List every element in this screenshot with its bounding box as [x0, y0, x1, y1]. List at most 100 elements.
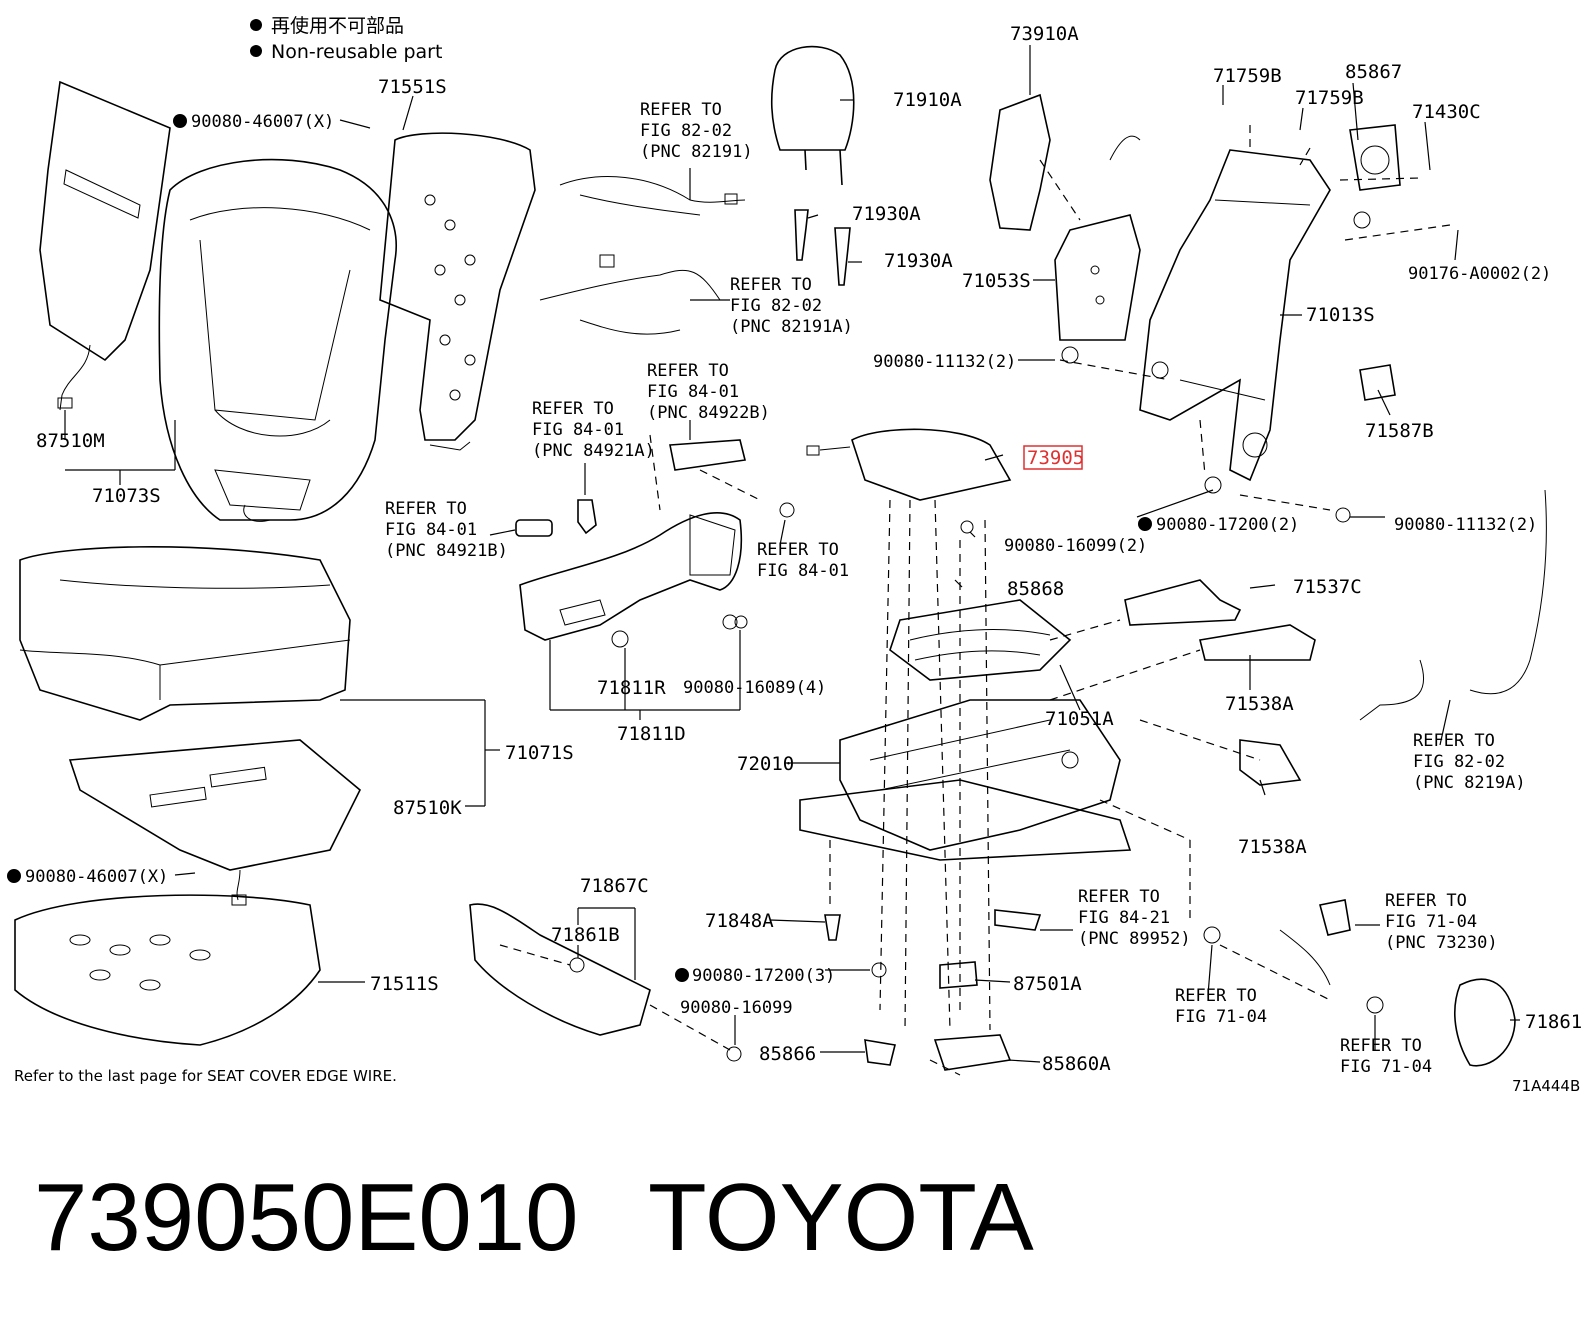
- svg-text:FIG 84-21: FIG 84-21: [1078, 908, 1170, 928]
- speaker-drawing: [1349, 124, 1401, 229]
- label-73905-highlighted: 73905: [1027, 447, 1084, 469]
- label-71861: 71861: [1525, 1011, 1582, 1033]
- label-71587B: 71587B: [1365, 420, 1434, 442]
- cushion-cover-drawing: [19, 546, 351, 721]
- svg-text:REFER TO: REFER TO: [1413, 731, 1495, 751]
- label-87510M: 87510M: [36, 430, 105, 452]
- label-71930A-lower: 71930A: [884, 250, 953, 272]
- non-reusable-marker: [1138, 517, 1152, 531]
- seatback-cover-drawing: [158, 158, 397, 522]
- label-71759B-left: 71759B: [1213, 65, 1282, 87]
- legend-bullet-2: [250, 45, 262, 57]
- seat-pad-73905-drawing: [806, 428, 1012, 501]
- svg-text:FIG 71-04: FIG 71-04: [1385, 912, 1477, 932]
- small-parts-drawing: [726, 346, 1516, 1071]
- refer-notes: REFER TO FIG 82-02 (PNC 82191) REFER TO …: [385, 100, 1526, 1077]
- svg-text:(PNC 82191): (PNC 82191): [640, 142, 753, 162]
- label-90080-16099-upper: 90080-16099(2): [1004, 536, 1147, 556]
- label-71511S: 71511S: [370, 973, 439, 995]
- svg-text:REFER TO: REFER TO: [1340, 1036, 1422, 1056]
- label-71848A: 71848A: [705, 910, 774, 932]
- seatback-pad-drawing: [379, 132, 536, 451]
- legend: 再使用不可部品 Non-reusable part: [250, 15, 442, 63]
- label-71073S: 71073S: [92, 485, 161, 507]
- diagram-code: 71A444B: [1512, 1077, 1580, 1095]
- highlight-box-73905: [1023, 445, 1083, 470]
- svg-text:REFER TO: REFER TO: [730, 275, 812, 295]
- label-71551S: 71551S: [378, 76, 447, 98]
- svg-text:REFER TO: REFER TO: [1175, 986, 1257, 1006]
- svg-text:FIG 84-01: FIG 84-01: [757, 561, 849, 581]
- seat-spring-drawing: [889, 599, 1072, 681]
- label-71537C: 71537C: [1293, 576, 1362, 598]
- assembly-dashed-lines: [499, 125, 1451, 1076]
- refer-fig-82-02-pnc-82191a: REFER TO FIG 82-02 (PNC 82191A): [730, 275, 853, 337]
- svg-text:REFER TO: REFER TO: [757, 540, 839, 560]
- caption-brand: TOYOTA: [648, 1164, 1034, 1271]
- refer-fig-71-04-center: REFER TO FIG 71-04: [1175, 986, 1267, 1027]
- refer-fig-84-21-pnc-89952: REFER TO FIG 84-21 (PNC 89952): [1078, 887, 1191, 949]
- refer-fig-71-04-right: REFER TO FIG 71-04: [1340, 1036, 1432, 1077]
- label-85866: 85866: [759, 1043, 816, 1065]
- label-90080-46007-top: 90080-46007(X): [191, 112, 334, 132]
- svg-text:REFER TO: REFER TO: [532, 399, 614, 419]
- svg-text:REFER TO: REFER TO: [1078, 887, 1160, 907]
- svg-text:FIG 82-02: FIG 82-02: [730, 296, 822, 316]
- label-71930A-upper: 71930A: [852, 203, 921, 225]
- svg-text:(PNC 84921A): (PNC 84921A): [532, 441, 655, 461]
- label-71053S: 71053S: [962, 270, 1031, 292]
- svg-text:REFER TO: REFER TO: [1385, 891, 1467, 911]
- label-85867: 85867: [1345, 61, 1402, 83]
- headrest-drawing: [770, 45, 855, 186]
- label-90080-11132-upper: 90080-11132(2): [873, 352, 1016, 372]
- svg-text:FIG 82-02: FIG 82-02: [640, 121, 732, 141]
- label-72010: 72010: [737, 753, 794, 775]
- refer-fig-84-01-pnc-84921a: REFER TO FIG 84-01 (PNC 84921A): [532, 399, 655, 461]
- refer-fig-84-01: REFER TO FIG 84-01: [757, 540, 849, 581]
- headrest-guides-drawing: [794, 209, 851, 286]
- svg-text:FIG 82-02: FIG 82-02: [1413, 752, 1505, 772]
- svg-text:FIG 71-04: FIG 71-04: [1175, 1007, 1267, 1027]
- svg-text:(PNC 82191A): (PNC 82191A): [730, 317, 853, 337]
- non-reusable-marker: [675, 968, 689, 982]
- label-73910A: 73910A: [1010, 23, 1079, 45]
- part-labels: 73910A 71551S 90080-46007(X) 71910A 7175…: [7, 23, 1582, 1095]
- label-90080-46007-bottom: 90080-46007(X): [25, 867, 168, 887]
- label-71811R: 71811R: [597, 677, 666, 699]
- label-87501A: 87501A: [1013, 973, 1082, 995]
- buckle-harness-drawing: [1279, 489, 1547, 986]
- label-71811D: 71811D: [617, 723, 686, 745]
- label-85860A: 85860A: [1042, 1053, 1111, 1075]
- refer-fig-84-01-pnc-84922b: REFER TO FIG 84-01 (PNC 84922B): [647, 361, 770, 423]
- refer-fig-82-02-pnc-8219a: REFER TO FIG 82-02 (PNC 8219A): [1413, 731, 1526, 793]
- seatback-frame-drawing: [1139, 149, 1331, 482]
- leader-lines: [64, 45, 1520, 1063]
- refer-fig-82-02-pnc-82191: REFER TO FIG 82-02 (PNC 82191): [640, 100, 753, 162]
- svg-text:(PNC 73230): (PNC 73230): [1385, 933, 1498, 953]
- label-71051A: 71051A: [1045, 708, 1114, 730]
- svg-text:FIG 84-01: FIG 84-01: [532, 420, 624, 440]
- label-90176-A0002: 90176-A0002(2): [1408, 264, 1551, 284]
- label-71538A-lower: 71538A: [1238, 836, 1307, 858]
- legend-english: Non-reusable part: [271, 41, 442, 63]
- label-90080-17200-right: 90080-17200(2): [1156, 515, 1299, 535]
- legend-japanese: 再使用不可部品: [271, 15, 404, 37]
- non-reusable-marker: [173, 114, 187, 128]
- refer-fig-84-01-pnc-84921b: REFER TO FIG 84-01 (PNC 84921B): [385, 499, 508, 561]
- label-71013S: 71013S: [1306, 304, 1375, 326]
- svg-text:FIG 84-01: FIG 84-01: [385, 520, 477, 540]
- svg-text:REFER TO: REFER TO: [385, 499, 467, 519]
- svg-text:(PNC 84922B): (PNC 84922B): [647, 403, 770, 423]
- label-87510K: 87510K: [393, 797, 462, 819]
- svg-text:(PNC 84921B): (PNC 84921B): [385, 541, 508, 561]
- label-90080-17200-bottom: 90080-17200(3): [692, 966, 835, 986]
- switch-knobs-drawing: [515, 439, 746, 537]
- non-reusable-marker: [7, 869, 21, 883]
- svg-text:FIG 84-01: FIG 84-01: [647, 382, 739, 402]
- label-71759B-right: 71759B: [1295, 87, 1364, 109]
- label-90080-11132-lower: 90080-11132(2): [1394, 515, 1537, 535]
- side-shield-drawing: [519, 512, 743, 648]
- refer-fig-71-04-pnc-73230: REFER TO FIG 71-04 (PNC 73230): [1385, 891, 1498, 953]
- label-71861B: 71861B: [551, 924, 620, 946]
